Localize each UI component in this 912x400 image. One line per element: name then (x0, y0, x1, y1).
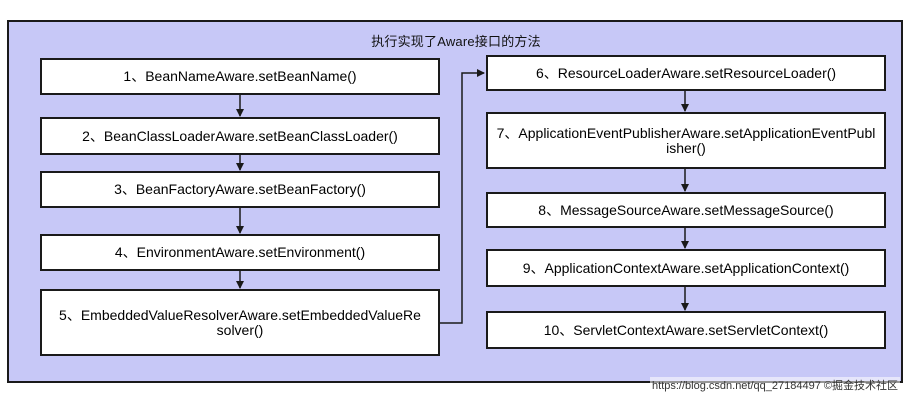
step-9-label: 9、ApplicationContextAware.setApplication… (522, 259, 850, 276)
step-7-label: 7、ApplicationEventPublisherAware.setAppl… (496, 124, 876, 156)
step-2-label: 2、BeanClassLoaderAware.setBeanClassLoade… (82, 127, 398, 144)
step-5-box: 5、EmbeddedValueResolverAware.setEmbedded… (40, 289, 440, 356)
step-3-box: 3、BeanFactoryAware.setBeanFactory() (40, 171, 440, 208)
step-4-box: 4、EnvironmentAware.setEnvironment() (40, 234, 440, 271)
step-10-box: 10、ServletContextAware.setServletContext… (486, 311, 886, 349)
step-8-label: 8、MessageSourceAware.setMessageSource() (538, 201, 834, 218)
step-6-box: 6、ResourceLoaderAware.setResourceLoader(… (486, 55, 886, 91)
diagram-title: 执行实现了Aware接口的方法 (371, 34, 541, 49)
watermark-text: https://blog.csdn.net/qq_27184497 ©掘金技术社… (650, 377, 900, 393)
step-2-box: 2、BeanClassLoaderAware.setBeanClassLoade… (40, 117, 440, 155)
step-6-label: 6、ResourceLoaderAware.setResourceLoader(… (535, 64, 837, 81)
step-1-label: 1、BeanNameAware.setBeanName() (123, 68, 357, 84)
step-1-box: 1、BeanNameAware.setBeanName() (40, 58, 440, 95)
arrow-5-6 (438, 69, 485, 324)
step-10-label: 10、ServletContextAware.setServletContext… (543, 321, 829, 338)
step-5-label: 5、EmbeddedValueResolverAware.setEmbedded… (59, 306, 421, 338)
step-8-box: 8、MessageSourceAware.setMessageSource() (486, 192, 886, 228)
step-4-label: 4、EnvironmentAware.setEnvironment() (114, 244, 366, 260)
step-7-box: 7、ApplicationEventPublisherAware.setAppl… (486, 112, 886, 169)
step-3-label: 3、BeanFactoryAware.setBeanFactory() (114, 181, 366, 197)
step-9-box: 9、ApplicationContextAware.setApplication… (486, 249, 886, 287)
